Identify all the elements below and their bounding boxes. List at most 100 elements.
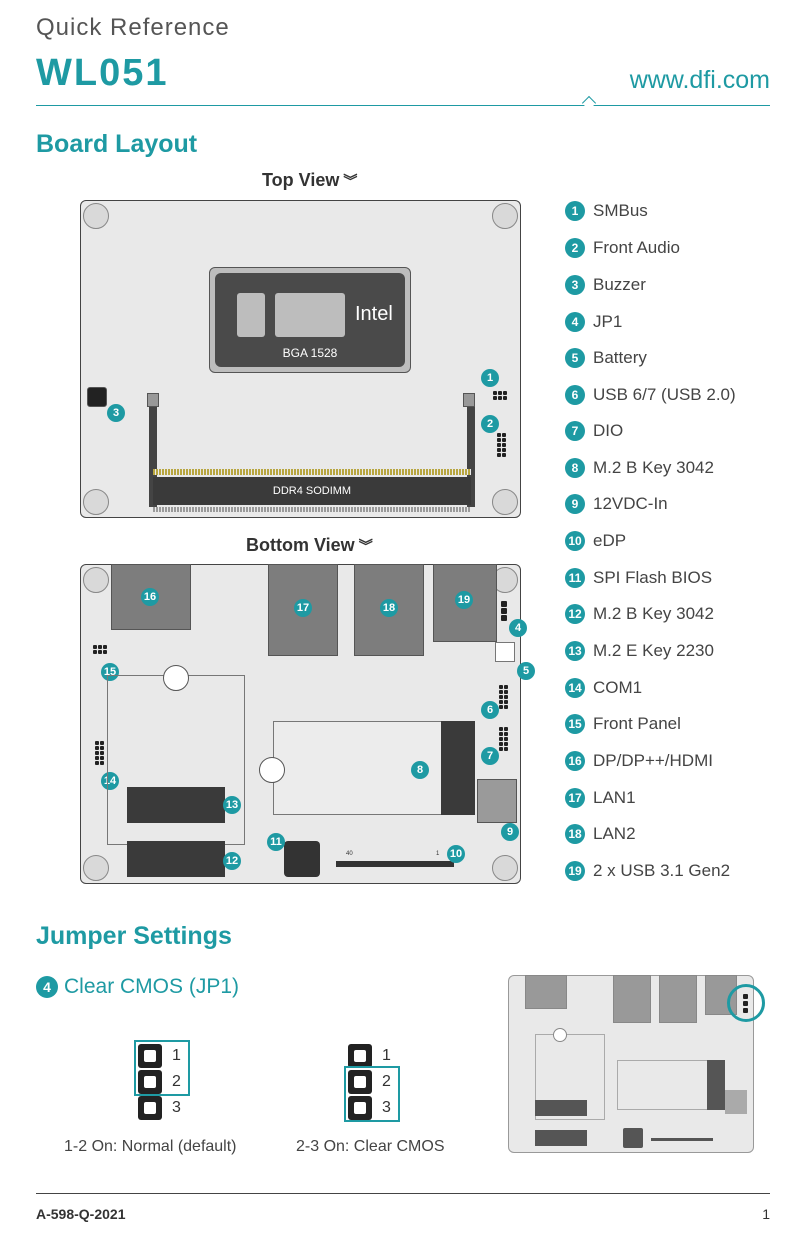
jumper-pin: [348, 1096, 372, 1120]
edp-pin-40: 40: [346, 851, 353, 857]
jumper-pin: [348, 1044, 372, 1068]
callout-9: 9: [501, 823, 519, 841]
m2-standoff: [163, 665, 189, 691]
cpu-brand: Intel: [355, 303, 393, 325]
bottom-view-label: Bottom View: [246, 535, 355, 555]
mounting-hole: [492, 203, 518, 229]
dio-header: [499, 727, 508, 751]
mounting-hole: [492, 855, 518, 881]
header-divider-notch: [581, 95, 597, 111]
footer-divider: [36, 1193, 770, 1194]
callout-2: 2: [481, 415, 499, 433]
callout-18: 18: [380, 599, 398, 617]
top-view-board: Intel BGA 1528 3 1 2 DDR4 SODIMM: [80, 200, 521, 518]
chevron-down-icon: ︾: [343, 173, 358, 190]
com1-header: [95, 741, 104, 765]
board-layout-heading: Board Layout: [36, 130, 198, 158]
callout-11: 11: [267, 833, 285, 851]
callout-13: 13: [223, 796, 241, 814]
m2-b-key-slot-12: [127, 841, 225, 877]
buzzer: [87, 387, 107, 407]
jp1-locator-highlight: [727, 984, 765, 1022]
pin-label: 3: [382, 1099, 391, 1116]
usb-header: [499, 685, 508, 709]
mounting-hole: [83, 489, 109, 515]
m2-e-key-slot: [127, 787, 225, 823]
cpu-package: Intel BGA 1528: [209, 267, 411, 373]
callout-5: 5: [517, 662, 535, 680]
callout-10: 10: [447, 845, 465, 863]
document-code: A-598-Q-2021: [36, 1206, 126, 1222]
jumper-option-clear: 2-3 On: Clear CMOS: [296, 1138, 445, 1155]
pin-label: 3: [172, 1099, 181, 1116]
jumper-pin: [138, 1096, 162, 1120]
callout-15: 15: [101, 663, 119, 681]
callout-3: 3: [107, 404, 125, 422]
callout-12: 12: [223, 852, 241, 870]
callout-6: 6: [481, 701, 499, 719]
jumper-pin: [138, 1070, 162, 1094]
mounting-hole: [83, 855, 109, 881]
lan1-connector: [268, 564, 338, 656]
header-divider: [36, 105, 770, 106]
bottom-view-heading: Bottom View︾: [246, 535, 373, 556]
pin-label: 1: [172, 1047, 181, 1064]
battery-connector: [495, 642, 515, 662]
sodimm-slot: DDR4 SODIMM: [153, 477, 471, 505]
chevron-down-icon: ︾: [358, 538, 373, 555]
m2-b-key-slot-8: [441, 721, 475, 815]
jp1-locator-board: [508, 975, 765, 1153]
product-title: WL051: [36, 52, 169, 94]
jumper-cap-highlight: [344, 1066, 400, 1122]
top-view-heading: Top View︾: [262, 170, 357, 191]
jumper-cap-highlight: [134, 1040, 190, 1096]
callout-7: 7: [481, 747, 499, 765]
sodimm-label: DDR4 SODIMM: [272, 485, 352, 497]
callout-19: 19: [455, 591, 473, 609]
edp-pin-1: 1: [436, 851, 440, 857]
jp1-header: [501, 601, 507, 621]
front-audio-header: [497, 433, 506, 457]
pin-label: 1: [382, 1047, 391, 1064]
spi-flash-bios: [284, 841, 320, 877]
jumper-option-normal: 1-2 On: Normal (default): [64, 1138, 237, 1155]
mounting-hole: [83, 203, 109, 229]
smbus-header: [493, 391, 507, 400]
mounting-hole: [492, 489, 518, 515]
callout-1: 1: [481, 369, 499, 387]
callout-14: 14: [101, 772, 119, 790]
pin-label: 2: [382, 1073, 391, 1090]
dc-in-connector: [477, 779, 517, 823]
callout-4: 4: [509, 619, 527, 637]
edp-connector: [336, 861, 454, 867]
m2-standoff: [259, 757, 285, 783]
callout-17: 17: [294, 599, 312, 617]
sodimm-latch-left: [149, 397, 157, 507]
pin-label: 2: [172, 1073, 181, 1090]
website-link[interactable]: www.dfi.com: [629, 66, 770, 94]
mounting-hole: [83, 567, 109, 593]
page-number: 1: [762, 1206, 770, 1222]
bottom-view-board: 16 17 18 19 4 5 6 7 15 14 13 12 8 9: [80, 564, 535, 884]
jumper-item-title: Clear CMOS (JP1): [64, 975, 240, 998]
jumper-settings-heading: Jumper Settings: [36, 922, 232, 950]
jumper-item-number: 4: [36, 976, 58, 998]
